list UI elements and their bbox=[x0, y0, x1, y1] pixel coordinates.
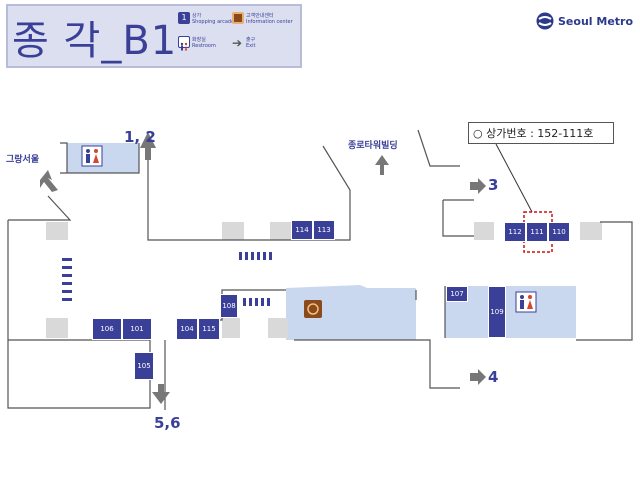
shop-108[interactable]: 108 bbox=[220, 294, 238, 318]
legend-exit-en: Exit bbox=[246, 43, 256, 49]
building-jongno-tower: 종로타워빌딩 bbox=[348, 141, 398, 151]
legend-restroom bbox=[178, 36, 190, 51]
restroom-icon bbox=[515, 291, 537, 313]
station-title: 종 각_B1 bbox=[12, 18, 178, 64]
legend-info bbox=[232, 12, 244, 24]
exit-5-6-label: 5,6 bbox=[154, 414, 181, 432]
legend-shop: 1 bbox=[178, 12, 190, 24]
legend-restroom-ko: 화장실 bbox=[192, 37, 206, 43]
escalator-marks bbox=[62, 252, 272, 306]
shop-109[interactable]: 109 bbox=[488, 286, 506, 338]
information-icon bbox=[232, 12, 244, 24]
building-grand-seoul: 그랑서울 bbox=[6, 155, 40, 165]
shop-110[interactable]: 110 bbox=[548, 222, 570, 242]
exit-3-label: 3 bbox=[488, 176, 499, 194]
shop-106[interactable]: 106 bbox=[92, 318, 122, 340]
seoul-metro-logo-icon bbox=[536, 12, 554, 30]
shop-number-callout: ○ 상가번호 : 152-111호 bbox=[468, 122, 614, 144]
legend-restroom-label: 화장실 Restroom bbox=[192, 37, 216, 49]
legend-shop-ko: 상가 bbox=[192, 13, 202, 19]
legend-shop-label: 상가 Shopping arcade bbox=[192, 13, 234, 25]
shop-105[interactable]: 105 bbox=[134, 352, 154, 380]
exit-arrows bbox=[40, 132, 486, 404]
information-icon bbox=[304, 300, 322, 318]
shop-number-icon: 1 bbox=[178, 12, 190, 24]
brand-logo: Seoul Metro bbox=[536, 12, 633, 30]
shop-104[interactable]: 104 bbox=[176, 318, 198, 340]
restroom-icon bbox=[178, 36, 190, 51]
legend-shop-en: Shopping arcade bbox=[192, 19, 235, 25]
shop-113[interactable]: 113 bbox=[313, 220, 335, 240]
legend-info-en: Information center bbox=[246, 19, 293, 25]
exit-arrow-icon: ➔ bbox=[232, 36, 243, 50]
shop-101[interactable]: 101 bbox=[122, 318, 152, 340]
corridor-areas bbox=[67, 143, 576, 340]
legend-exit-ko: 출구 bbox=[246, 37, 256, 43]
stairs bbox=[46, 222, 602, 338]
callout-pointer bbox=[495, 143, 533, 213]
restroom-icon bbox=[81, 145, 103, 167]
legend-restroom-en: Restroom bbox=[192, 43, 216, 49]
shop-111[interactable]: 111 bbox=[526, 222, 548, 242]
walls bbox=[7, 129, 633, 410]
exit-1-2-label: 1, 2 bbox=[124, 128, 156, 146]
brand-name: Seoul Metro bbox=[558, 14, 634, 28]
legend-exit-label: 출구 Exit bbox=[246, 37, 255, 49]
legend-info-label: 고객안내센터 Information center bbox=[246, 13, 293, 25]
shop-115[interactable]: 115 bbox=[198, 318, 220, 340]
station-header bbox=[6, 4, 302, 68]
shop-107[interactable]: 107 bbox=[446, 286, 468, 302]
legend-info-ko: 고객안내센터 bbox=[246, 13, 274, 19]
shop-112[interactable]: 112 bbox=[504, 222, 526, 242]
shop-114[interactable]: 114 bbox=[291, 220, 313, 240]
exit-4-label: 4 bbox=[488, 368, 499, 386]
